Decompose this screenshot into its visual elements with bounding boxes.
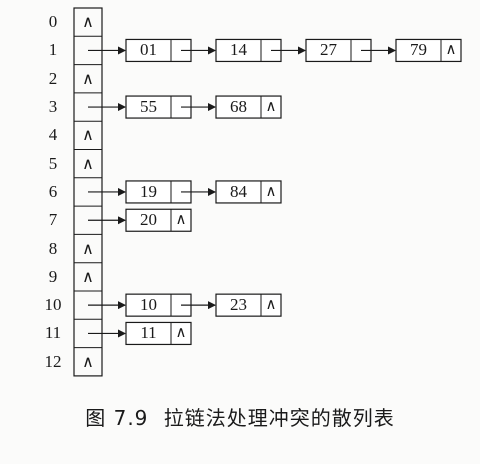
slot-null-12: ∧ — [82, 353, 94, 371]
chain-node-key-14: 14 — [230, 40, 247, 60]
chain-node — [125, 208, 192, 232]
chain-node — [215, 180, 282, 204]
slot-index-6: 6 — [48, 181, 58, 201]
chain-node-key-23: 23 — [230, 295, 247, 315]
figure-caption-label: 图 7.9 — [85, 406, 149, 430]
chain-node-key-19: 19 — [140, 181, 157, 201]
chain-node-key-84: 84 — [230, 181, 247, 201]
chain-node-key-10: 10 — [140, 295, 157, 315]
slot-index-0: 0 — [48, 12, 58, 32]
chain-node-key-55: 55 — [140, 97, 157, 117]
chain-node-key-11: 11 — [140, 323, 157, 343]
slot-index-9: 9 — [48, 266, 58, 286]
figure-caption: 图 7.9 拉链法处理冲突的散列表 — [0, 402, 480, 431]
slot-null-9: ∧ — [82, 268, 94, 286]
slot-null-4: ∧ — [82, 127, 94, 145]
slot-index-7: 7 — [48, 210, 58, 230]
chain-node — [125, 321, 192, 346]
hash-table-diagram — [73, 7, 462, 377]
chain-node-null: ∧ — [445, 42, 457, 59]
slot-index-2: 2 — [48, 68, 58, 88]
chain-node-key-79: 79 — [410, 40, 427, 60]
chain-node-null: ∧ — [265, 99, 277, 116]
chain-node — [395, 38, 462, 63]
slot-index-3: 3 — [48, 97, 58, 117]
figure-caption-title: 拉链法处理冲突的散列表 — [163, 406, 395, 430]
slot-index-1: 1 — [48, 40, 58, 60]
chain-node-null: ∧ — [265, 183, 277, 200]
slot-null-8: ∧ — [82, 240, 94, 258]
slot-index-8: 8 — [48, 238, 58, 258]
chain-node-null: ∧ — [265, 297, 277, 314]
slot-index-5: 5 — [48, 153, 58, 173]
chain-node-key-20: 20 — [140, 210, 157, 230]
slot-index-12: 12 — [44, 351, 62, 371]
slot-index-10: 10 — [44, 295, 62, 315]
chain-node-null: ∧ — [175, 212, 187, 229]
slot-null-2: ∧ — [82, 70, 94, 88]
slot-index-11: 11 — [44, 323, 62, 343]
slot-null-0: ∧ — [82, 14, 94, 32]
slot-null-5: ∧ — [82, 155, 94, 173]
chain-node-key-01: 01 — [140, 40, 157, 60]
chain-node-key-68: 68 — [230, 97, 247, 117]
chain-node — [215, 293, 282, 317]
chain-node-null: ∧ — [175, 325, 187, 342]
chain-node-key-27: 27 — [320, 40, 337, 60]
slot-index-4: 4 — [48, 125, 58, 145]
chain-node — [215, 95, 282, 119]
